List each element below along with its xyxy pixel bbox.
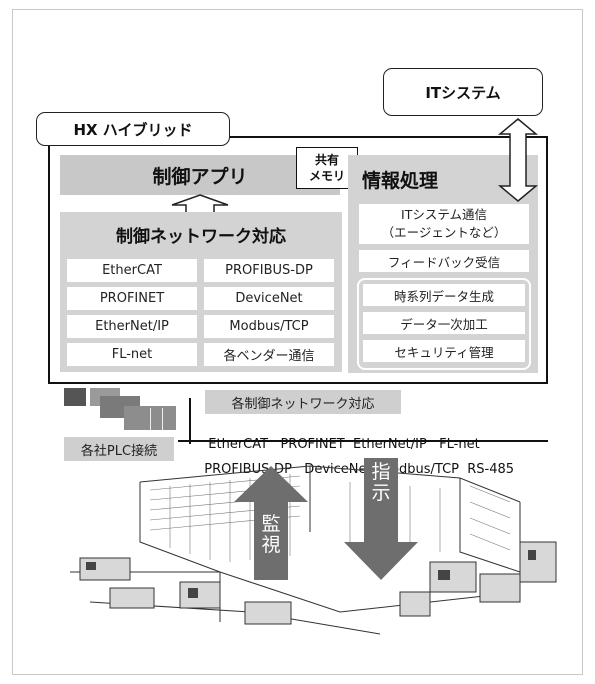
monitor-up-arrow-icon bbox=[234, 466, 308, 580]
network-cell-ethercat: EtherCAT bbox=[67, 259, 197, 282]
monitor-char-1: 監 bbox=[261, 513, 281, 535]
hx-hybrid-label: HX ハイブリッド bbox=[73, 120, 193, 139]
primary-processing-text: データ一次加工 bbox=[400, 316, 488, 332]
cell-text: 各ベンダー通信 bbox=[223, 349, 315, 364]
control-app-bar: 制御アプリ bbox=[60, 155, 340, 195]
monitor-label: 監 視 bbox=[256, 514, 286, 556]
timeseries-item: 時系列データ生成 bbox=[363, 284, 525, 306]
security-item: セキュリティ管理 bbox=[363, 340, 525, 362]
network-support-tag-text: 各制御ネットワーク対応 bbox=[231, 396, 375, 412]
network-cell-fl-net: FL-net bbox=[67, 343, 197, 366]
info-processing-title-text: 情報処理 bbox=[362, 170, 439, 192]
it-comm-line2: （エージェントなど） bbox=[381, 225, 507, 240]
network-cell-devicenet: DeviceNet bbox=[204, 287, 334, 310]
cell-text: FL-net bbox=[111, 347, 153, 362]
network-cell-profinet: PROFINET bbox=[67, 287, 197, 310]
network-support-tag: 各制御ネットワーク対応 bbox=[205, 390, 401, 414]
cell-text: PROFIBUS-DP bbox=[225, 263, 313, 278]
it-system-label: ITシステム bbox=[425, 83, 501, 102]
feedback-item: フィードバック受信 bbox=[359, 250, 529, 272]
plc-connection-tag: 各社PLC接続 bbox=[64, 437, 174, 461]
network-cell-ethernet-ip: EtherNet/IP bbox=[67, 315, 197, 338]
vertical-connector bbox=[189, 398, 191, 444]
plc-connection-text: 各社PLC接続 bbox=[80, 443, 158, 459]
instruct-char-2: 示 bbox=[371, 482, 391, 504]
factory-illustration bbox=[70, 465, 557, 635]
monitor-char-2: 視 bbox=[261, 534, 281, 556]
network-cell-profibus-dp: PROFIBUS-DP bbox=[204, 259, 334, 282]
instruct-down-arrow-icon bbox=[344, 458, 418, 580]
cell-text: EtherNet/IP bbox=[95, 319, 169, 334]
feedback-text: フィードバック受信 bbox=[387, 254, 501, 270]
network-title-text: 制御ネットワーク対応 bbox=[116, 226, 286, 247]
control-app-label: 制御アプリ bbox=[152, 165, 248, 188]
network-title: 制御ネットワーク対応 bbox=[60, 219, 342, 249]
cell-text: DeviceNet bbox=[235, 291, 303, 306]
grouped-items-box bbox=[357, 278, 531, 370]
cell-text: EtherCAT bbox=[102, 263, 162, 278]
cell-text: Modbus/TCP bbox=[229, 319, 309, 334]
it-system-box: ITシステム bbox=[383, 68, 543, 116]
network-bus-line bbox=[178, 440, 548, 442]
network-cell-modbus-tcp: Modbus/TCP bbox=[204, 315, 334, 338]
instruct-label: 指 示 bbox=[366, 462, 396, 504]
hx-hybrid-label-box: HX ハイブリッド bbox=[36, 112, 230, 146]
instruct-char-1: 指 bbox=[371, 461, 391, 483]
figure-frame bbox=[12, 9, 583, 675]
primary-processing-item: データ一次加工 bbox=[363, 312, 525, 334]
it-comm-item: ITシステム通信 （エージェントなど） bbox=[359, 204, 529, 244]
plc-device-icon bbox=[64, 388, 176, 432]
cell-text: PROFINET bbox=[99, 291, 165, 306]
shared-memory-line2: メモリ bbox=[308, 169, 345, 183]
it-comm-line1: ITシステム通信 bbox=[401, 207, 487, 222]
info-processing-title: 情報処理 bbox=[362, 166, 438, 193]
security-text: セキュリティ管理 bbox=[394, 344, 494, 360]
shared-memory-line1: 共有 bbox=[314, 153, 339, 167]
network-cell-vendor: 各ベンダー通信 bbox=[204, 343, 334, 366]
vertical-double-arrow-icon bbox=[497, 118, 539, 202]
timeseries-text: 時系列データ生成 bbox=[393, 288, 494, 304]
